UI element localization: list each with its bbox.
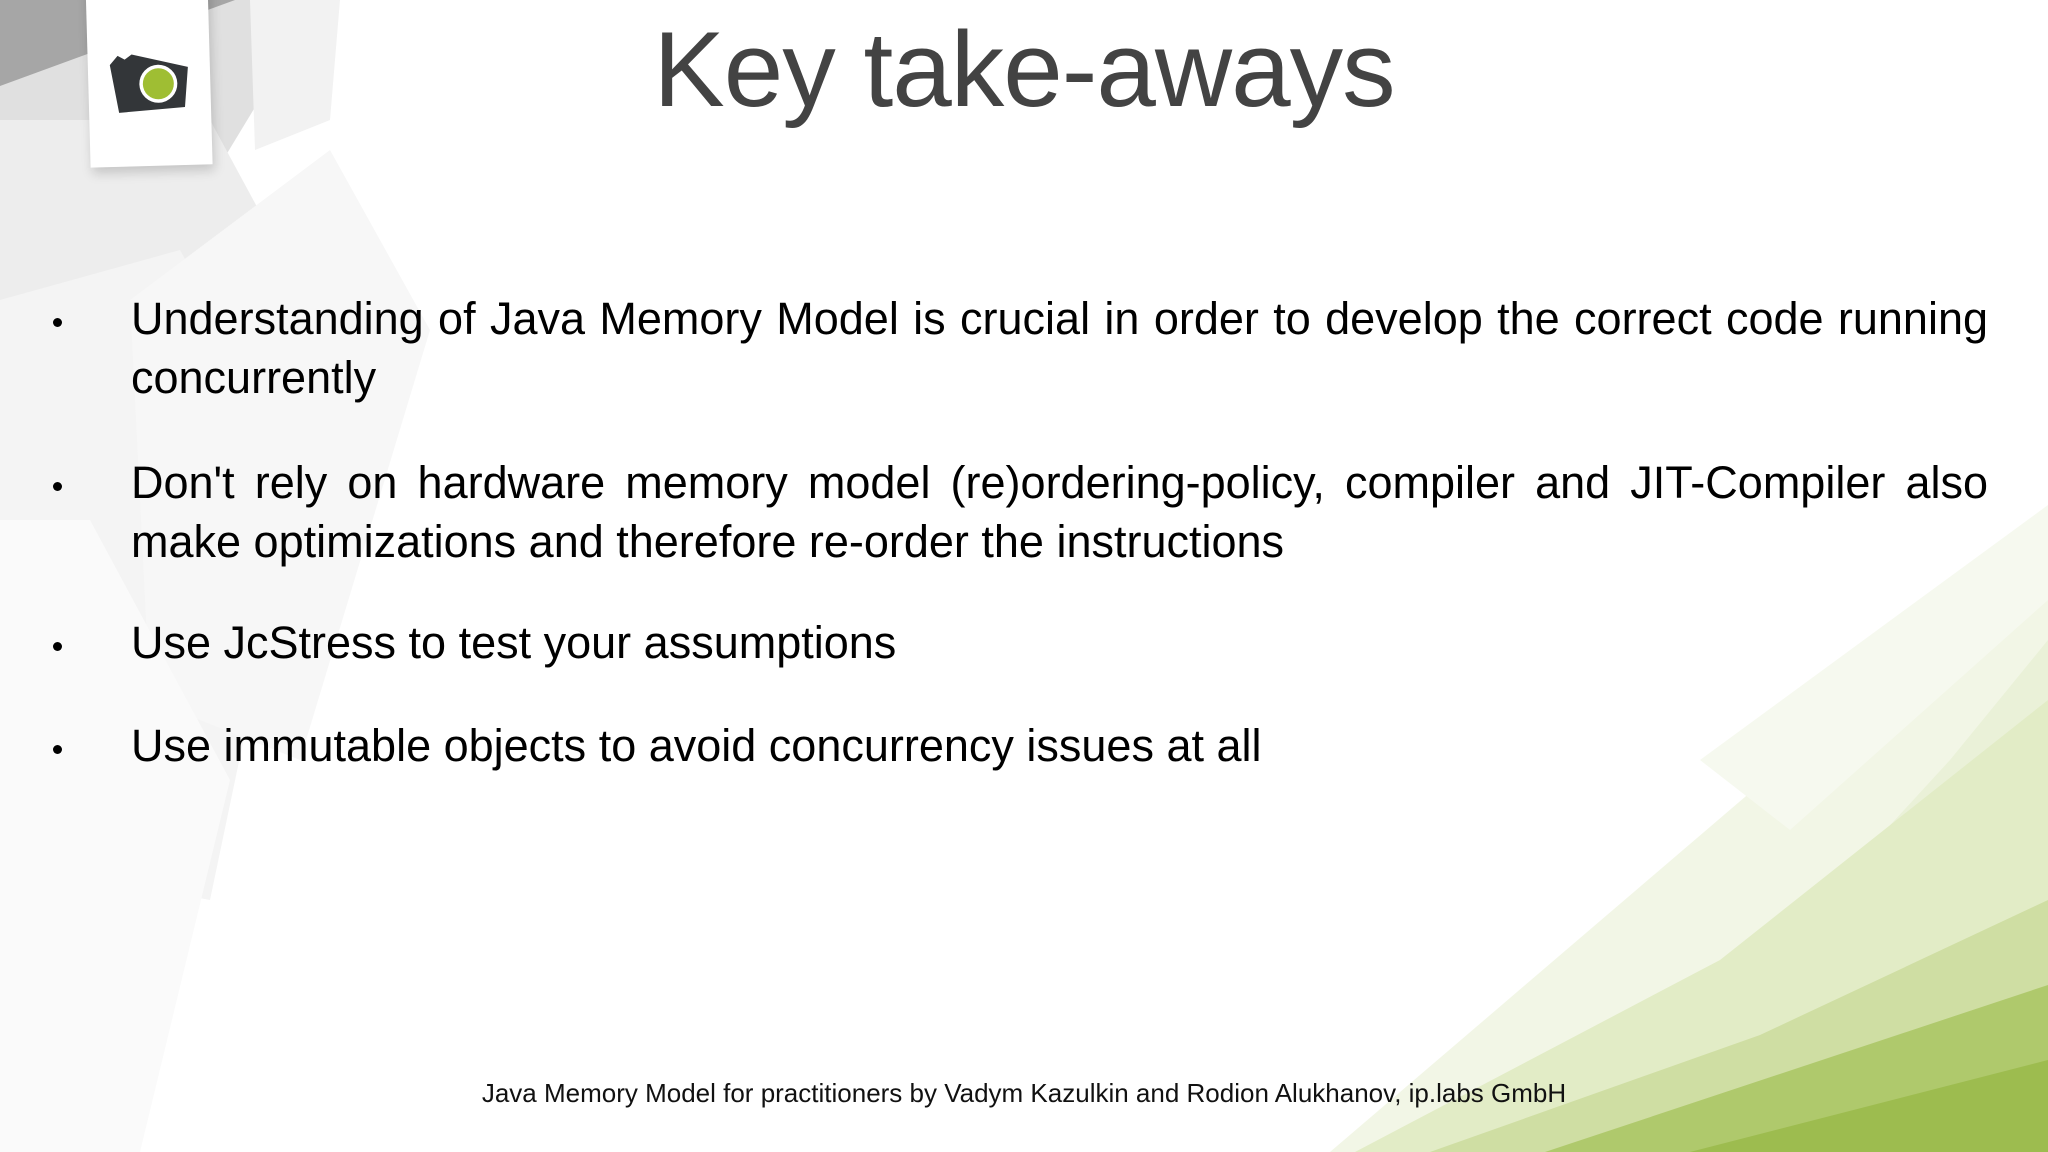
bullet-list: Understanding of Java Memory Model is cr… (0, 290, 2048, 776)
list-item: Don't rely on hardware memory model (re)… (0, 454, 2048, 572)
bullet-marker-icon (53, 641, 62, 651)
bullet-text: Use immutable objects to avoid concurren… (131, 719, 1262, 771)
bullet-marker-icon (53, 318, 62, 327)
page-title: Key take-aways (653, 9, 1395, 129)
bullet-marker-icon (53, 481, 62, 491)
bullet-text: Understanding of Java Memory Model is cr… (131, 293, 1988, 403)
bullet-text: Use JcStress to test your assumptions (131, 616, 897, 668)
logo-card (85, 0, 213, 168)
bullet-text: Don't rely on hardware memory model (re)… (131, 456, 1988, 567)
deco-green-dark (1545, 985, 2048, 1152)
list-item: Use JcStress to test your assumptions (0, 614, 2048, 673)
bullet-marker-icon (53, 744, 62, 754)
list-item: Use immutable objects to avoid concurren… (0, 717, 2048, 776)
slide-footer: Java Memory Model for practitioners by V… (481, 1078, 1567, 1108)
list-item: Understanding of Java Memory Model is cr… (0, 290, 2048, 408)
deco-green-mid (1430, 900, 2048, 1152)
ip-labs-logo-icon (109, 54, 188, 113)
